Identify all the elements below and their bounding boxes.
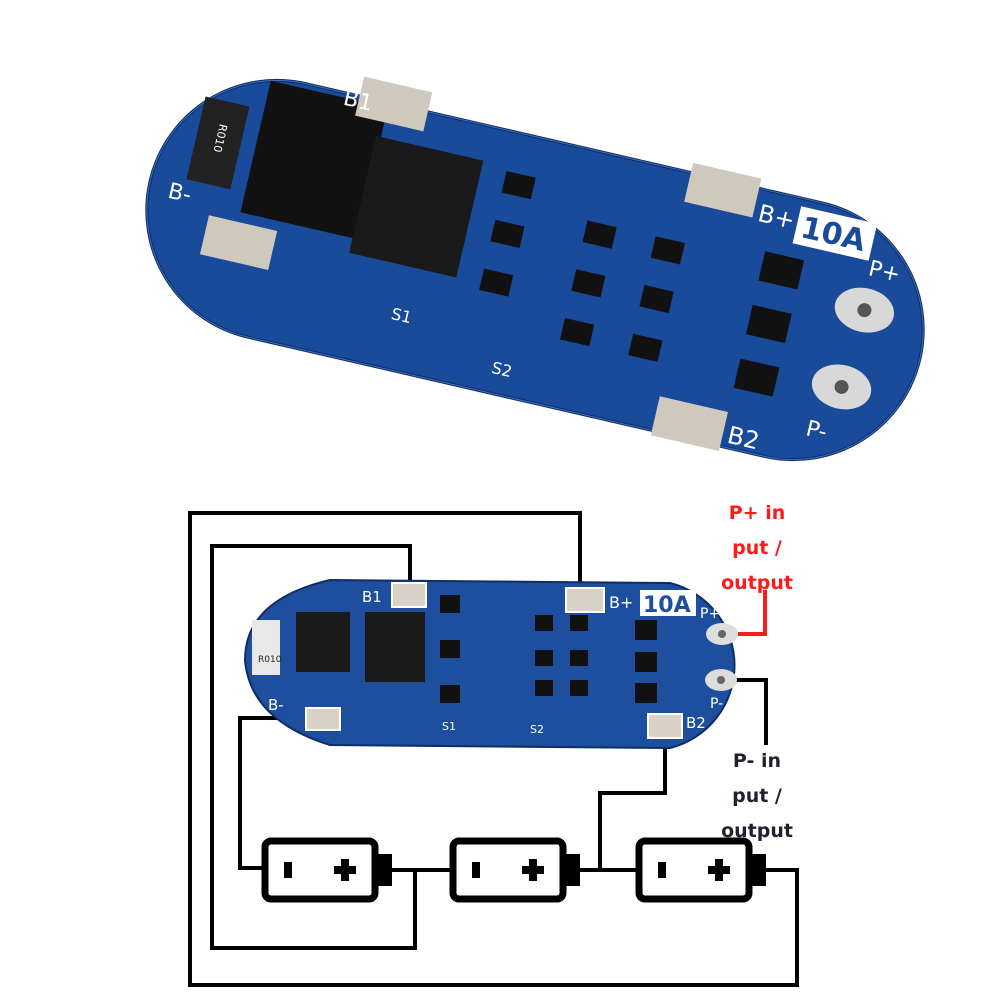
b-minus-pad xyxy=(305,707,341,731)
board-photo: B1 B+ 10A P+ P- B2 B- S1 S2 R010 xyxy=(145,76,925,462)
b-plus-pad xyxy=(565,587,605,613)
wire-p-minus xyxy=(735,678,768,745)
p-plus-label-line: output xyxy=(721,572,793,594)
p-plus-label-line: P+ in xyxy=(728,502,786,524)
silk-b2: B2 xyxy=(725,421,762,455)
silk-resistor: R010 xyxy=(211,123,230,154)
wire-b2 xyxy=(578,725,667,872)
wire-b1 xyxy=(210,544,450,950)
b1-pad xyxy=(355,76,433,132)
silk-b2: B2 xyxy=(686,714,706,732)
mosfet-chip xyxy=(240,80,388,240)
minus-icon xyxy=(284,862,292,878)
wire-p-plus xyxy=(738,590,767,636)
board-diagram: B1 B+ 10A P+ P- B2 B- S1 S2 R010 xyxy=(243,578,738,750)
plus-icon xyxy=(708,859,730,881)
p-plus-label-line: put / xyxy=(732,537,782,559)
p-plus-label: P+ in put / output xyxy=(702,496,812,601)
silk-s2: S2 xyxy=(530,723,544,736)
b2-pad xyxy=(647,713,683,739)
silk-b-plus: B+ xyxy=(609,593,633,612)
b-plus-pad xyxy=(684,162,762,218)
minus-icon xyxy=(472,862,480,878)
wire-b-plus xyxy=(188,511,799,987)
silk-b-minus: B- xyxy=(166,179,194,209)
p-minus-label: P- in put / output xyxy=(702,744,812,849)
silk-b1: B1 xyxy=(362,588,382,606)
p-minus-label-line: put / xyxy=(732,785,782,807)
b1-pad xyxy=(391,582,427,608)
b-minus-pad xyxy=(199,215,278,270)
silk-s1: S1 xyxy=(389,304,413,327)
plus-icon xyxy=(522,859,544,881)
minus-icon xyxy=(658,862,666,878)
silk-p-plus: P+ xyxy=(700,606,720,622)
silk-s2: S2 xyxy=(490,358,514,381)
battery-cell-3 xyxy=(635,837,766,903)
battery-cell-1 xyxy=(261,837,392,903)
p-minus-label-line: P- in xyxy=(732,750,782,772)
plus-icon xyxy=(334,859,356,881)
silk-rating: 10A xyxy=(643,593,691,618)
battery-cell-2 xyxy=(449,837,580,903)
p-minus-label-line: output xyxy=(721,820,793,842)
silk-p-minus: P- xyxy=(710,696,723,712)
silk-s1: S1 xyxy=(442,720,456,733)
b2-pad xyxy=(650,396,728,452)
silk-resistor: R010 xyxy=(258,655,282,665)
mosfet-chip xyxy=(349,135,484,278)
silk-b-minus: B- xyxy=(268,696,284,714)
